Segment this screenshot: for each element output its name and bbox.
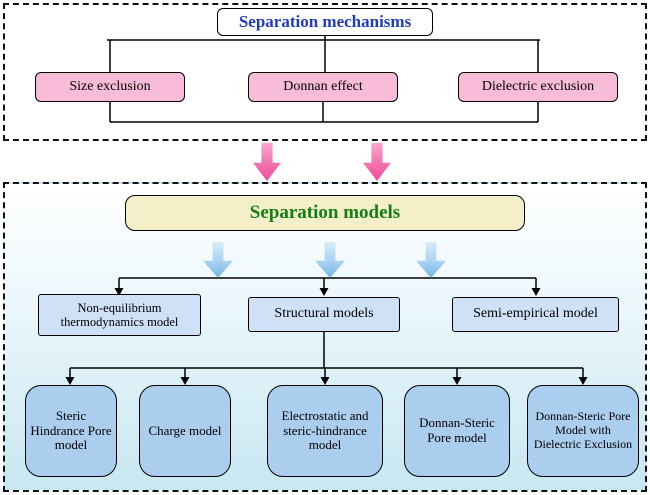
mechanism-box-donnan-effect: Donnan effect	[248, 72, 398, 102]
model-label: Donnan-Steric Pore model	[419, 415, 495, 445]
category-box-non-equilibrium: Non-equilibrium thermodynamics model	[38, 294, 201, 336]
category-label: Structural models	[274, 306, 374, 322]
pink-down-arrow-icon	[363, 143, 391, 181]
model-label: Electrostatic and steric-hindrance model	[281, 407, 369, 453]
mechanisms-title-label: Separation mechanisms	[238, 12, 412, 32]
model-box-donnan-steric-pore-dielectric: Donnan-Steric Pore Model with Dielectric…	[527, 385, 639, 477]
mechanism-label: Size exclusion	[69, 78, 151, 94]
model-label: Donnan-Steric Pore Model with Dielectric…	[533, 409, 633, 451]
mechanism-box-size-exclusion: Size exclusion	[35, 72, 185, 102]
models-title-label: Separation models	[249, 202, 401, 224]
category-label: Non-equilibrium thermodynamics model	[60, 300, 179, 329]
model-label: Charge model	[148, 422, 222, 438]
category-box-structural-models: Structural models	[248, 297, 400, 332]
model-box-donnan-steric-pore: Donnan-Steric Pore model	[404, 385, 510, 477]
model-label: Steric Hindrance Pore model	[30, 407, 112, 453]
model-box-charge: Charge model	[139, 385, 231, 477]
category-box-semi-empirical: Semi-empirical model	[452, 297, 619, 332]
models-title: Separation models	[125, 195, 525, 231]
mechanism-label: Donnan effect	[283, 78, 363, 94]
category-label: Semi-empirical model	[473, 306, 598, 322]
mechanisms-title: Separation mechanisms	[217, 8, 433, 36]
pink-down-arrow-icon	[253, 143, 281, 181]
mechanism-box-dielectric-exclusion: Dielectric exclusion	[458, 72, 618, 102]
model-box-electrostatic-steric-hindrance: Electrostatic and steric-hindrance model	[267, 385, 383, 477]
model-box-steric-hindrance-pore: Steric Hindrance Pore model	[25, 385, 117, 477]
mechanism-label: Dielectric exclusion	[481, 78, 595, 94]
